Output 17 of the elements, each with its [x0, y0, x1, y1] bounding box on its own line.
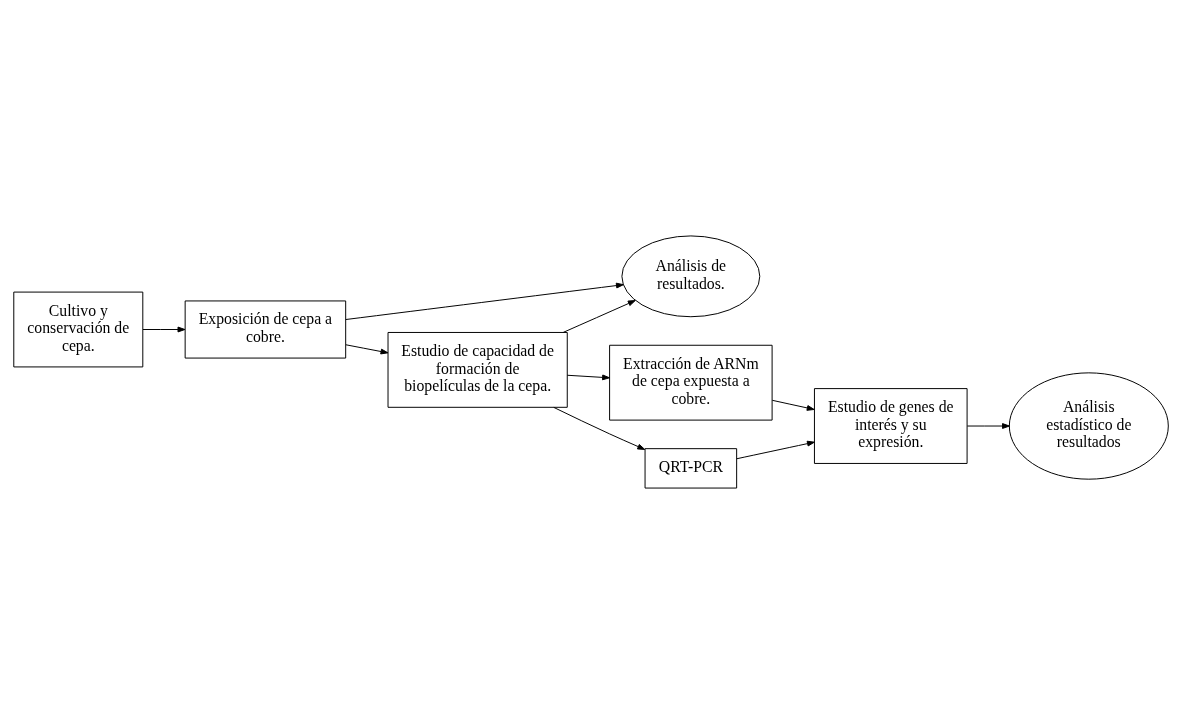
- arrow: [553, 406, 646, 450]
- arrow: [345, 344, 389, 355]
- node-box: Cultivo y conservación de cepa.: [13, 291, 144, 368]
- arrow: [562, 300, 636, 333]
- arrow: [566, 374, 610, 381]
- arrow: [142, 326, 186, 333]
- node-box: Exposición de cepa a cobre.: [184, 300, 347, 359]
- arrow: [736, 440, 815, 460]
- node-box: QRT-PCR: [644, 448, 738, 489]
- node-box: Estudio de capacidad de formación de biopelículas de la cepa.: [387, 331, 568, 408]
- node-ellipse: Análisis estadístico de resultados: [1008, 372, 1169, 480]
- node-box: Estudio de genes de interés y su expresión.: [813, 388, 968, 464]
- arrow: [345, 282, 624, 320]
- arrow: [771, 399, 815, 411]
- node-box: Extracción de ARNm de cepa expuesta a cobre.: [609, 344, 773, 421]
- arrow: [966, 423, 1010, 429]
- node-ellipse: Análisis de resultados.: [621, 235, 761, 318]
